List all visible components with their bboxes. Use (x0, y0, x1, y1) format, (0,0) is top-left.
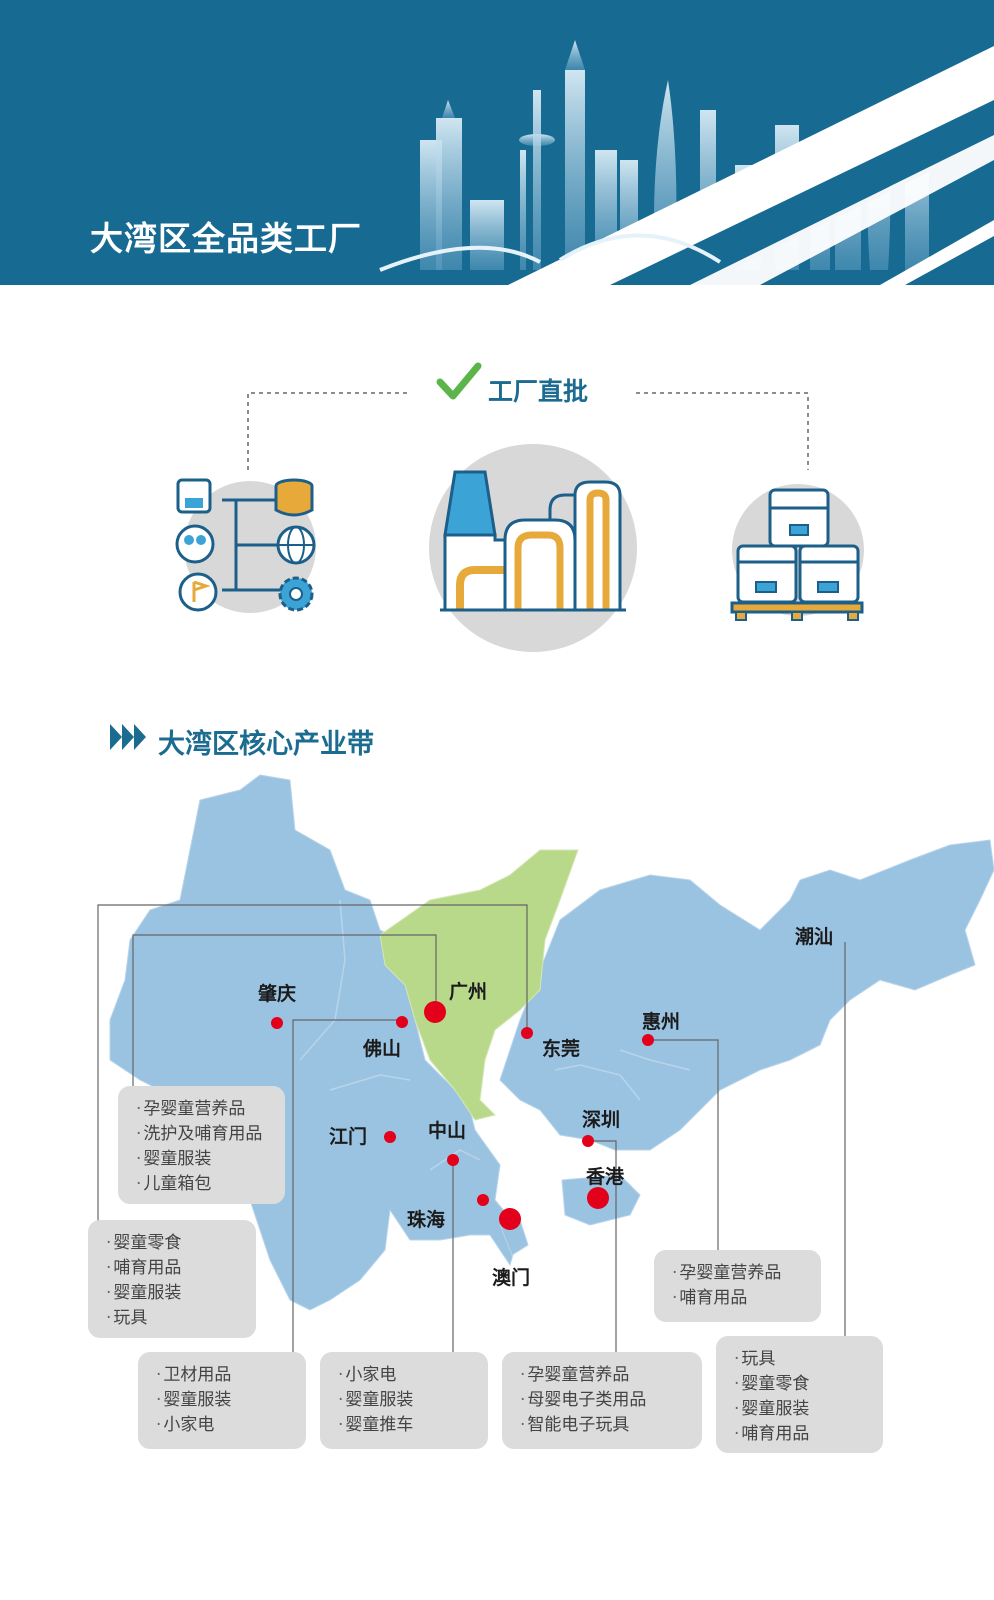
dongguan-marker (521, 1027, 533, 1039)
list-item: 婴童服装 (106, 1281, 256, 1306)
list-item: 哺育用品 (672, 1286, 821, 1311)
products-box-dongguan: 婴童零食 哺育用品 婴童服装 玩具 (88, 1220, 256, 1338)
list-item: 婴童服装 (734, 1397, 883, 1422)
city-label-macau: 澳门 (492, 1267, 531, 1289)
products-box-zhongshan: 小家电 婴童服装 婴童推车 (320, 1352, 488, 1449)
products-box-guangzhou: 孕婴童营养品 洗护及哺育用品 婴童服装 儿童箱包 (118, 1086, 285, 1204)
products-box-foshan: 卫材用品 婴童服装 小家电 (138, 1352, 306, 1449)
guangzhou-marker (424, 1001, 446, 1023)
list-item: 小家电 (156, 1413, 306, 1438)
city-label-chaoshan: 潮汕 (795, 926, 834, 948)
list-item: 母婴电子类用品 (520, 1388, 702, 1413)
list-item: 婴童推车 (338, 1413, 488, 1438)
products-box-huizhou: 孕婴童营养品 哺育用品 (654, 1250, 821, 1322)
jiangmen-marker (384, 1131, 396, 1143)
triple-arrow-icon (110, 724, 146, 750)
factory-direct-title: 工厂直批 (488, 377, 589, 406)
city-label-hongkong: 香港 (586, 1166, 625, 1188)
boxes-pallet-icon (730, 484, 864, 621)
list-item: 婴童零食 (734, 1372, 883, 1397)
list-item: 婴童服装 (338, 1388, 488, 1413)
factory-direct-diagram (175, 392, 864, 652)
city-label-guangzhou: 广州 (449, 981, 488, 1003)
factory-icon (429, 444, 637, 652)
list-item: 孕婴童营养品 (672, 1261, 821, 1286)
list-item: 儿童箱包 (136, 1172, 285, 1197)
list-item: 玩具 (106, 1306, 256, 1331)
products-box-chaoshan: 玩具 婴童零食 婴童服装 哺育用品 (716, 1336, 883, 1453)
city-label-zhongshan: 中山 (428, 1120, 467, 1142)
zhaoqing-marker (271, 1017, 283, 1029)
shenzhen-marker (582, 1135, 594, 1147)
section-title: 大湾区核心产业带 (158, 729, 374, 760)
city-label-zhaoqing: 肇庆 (258, 983, 297, 1005)
city-label-foshan: 佛山 (363, 1038, 402, 1060)
banner-title: 大湾区全品类工厂 (90, 219, 362, 258)
foshan-marker (396, 1016, 408, 1028)
list-item: 婴童服装 (136, 1147, 285, 1172)
city-markers (271, 1001, 654, 1230)
zhuhai-marker (477, 1194, 489, 1206)
header-banner: 大湾区全品类工厂 (0, 0, 994, 285)
list-item: 智能电子玩具 (520, 1413, 702, 1438)
city-label-jiangmen: 江门 (329, 1126, 368, 1148)
list-item: 孕婴童营养品 (136, 1097, 285, 1122)
city-skyline-illustration (379, 40, 994, 285)
city-label-shenzhen: 深圳 (582, 1109, 621, 1131)
list-item: 婴童零食 (106, 1231, 256, 1256)
hongkong-marker (587, 1187, 609, 1209)
huizhou-marker (642, 1034, 654, 1046)
list-item: 洗护及哺育用品 (136, 1122, 285, 1147)
zhongshan-marker (447, 1154, 459, 1166)
list-item: 小家电 (338, 1363, 488, 1388)
products-box-shenzhen: 孕婴童营养品 母婴电子类用品 智能电子玩具 (502, 1352, 702, 1449)
network-hub-icon (175, 478, 316, 613)
list-item: 哺育用品 (106, 1256, 256, 1281)
list-item: 孕婴童营养品 (520, 1363, 702, 1388)
city-label-zhuhai: 珠海 (407, 1209, 446, 1231)
check-icon (436, 362, 482, 400)
macau-marker (499, 1208, 521, 1230)
list-item: 卫材用品 (156, 1363, 306, 1388)
list-item: 玩具 (734, 1347, 883, 1372)
list-item: 哺育用品 (734, 1422, 883, 1447)
city-label-huizhou: 惠州 (642, 1011, 681, 1033)
list-item: 婴童服装 (156, 1388, 306, 1413)
city-label-dongguan: 东莞 (542, 1038, 581, 1060)
